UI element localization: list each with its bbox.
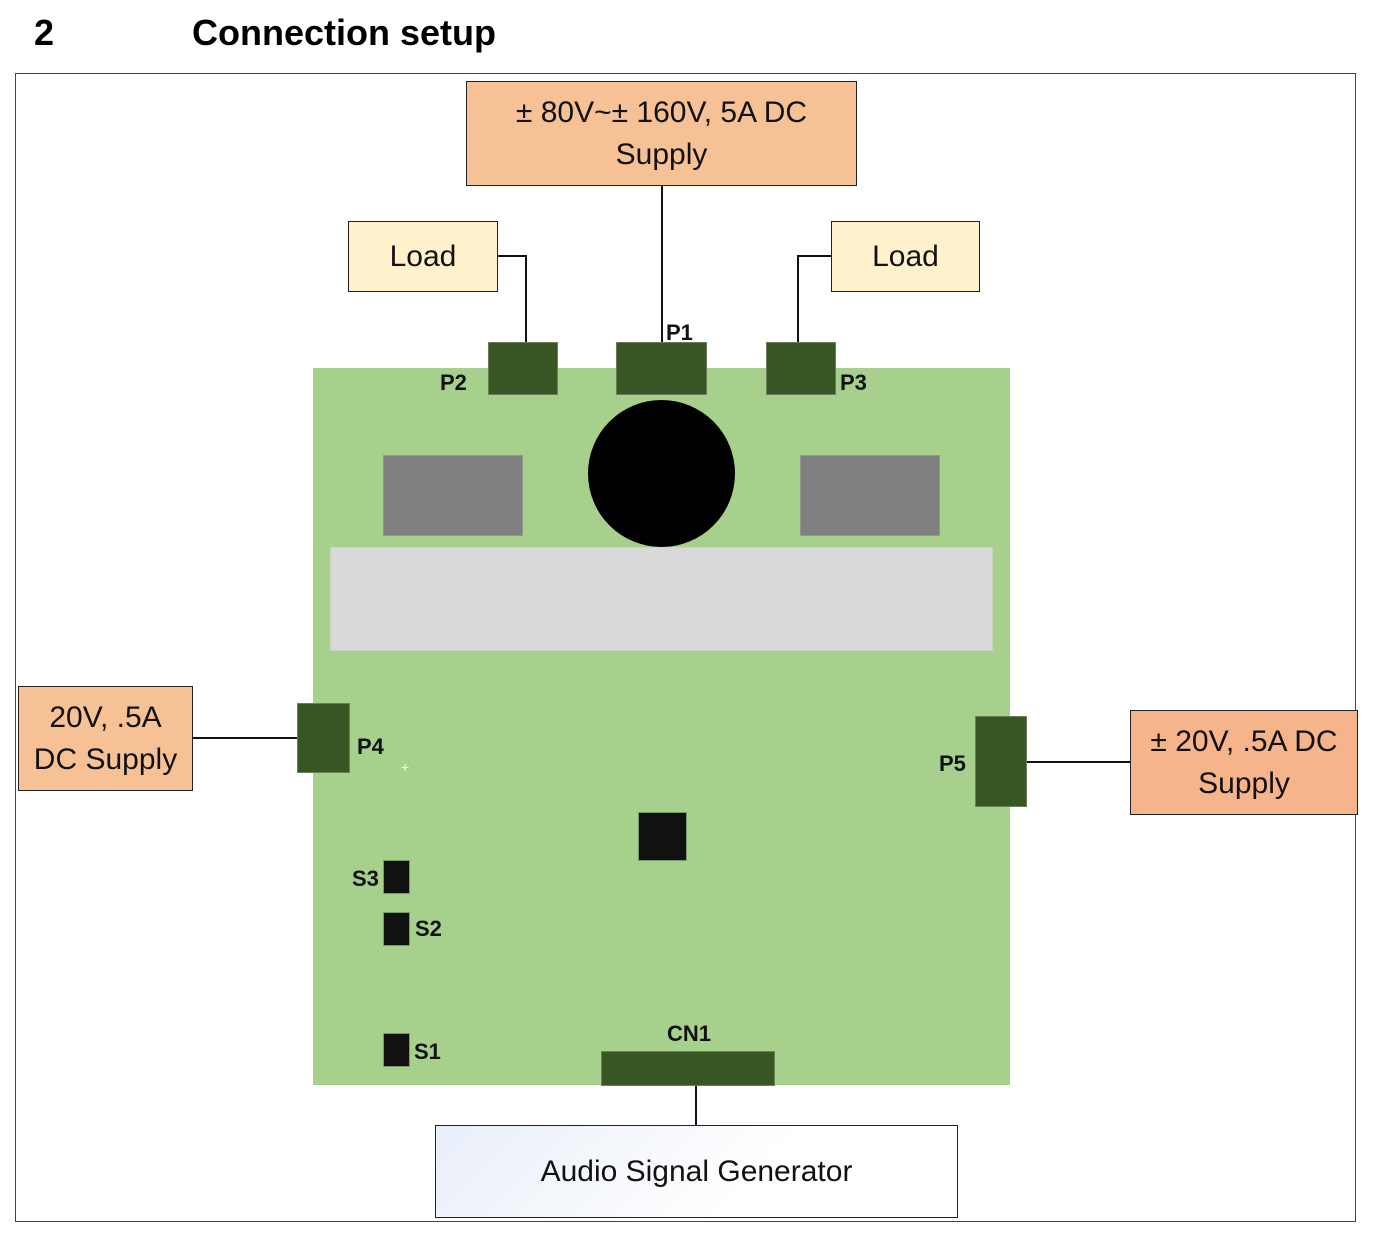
- left-component-block: [383, 455, 523, 536]
- switch-s2: [383, 912, 410, 946]
- left-load-box: Load: [348, 221, 498, 292]
- left-load-label: Load: [389, 239, 457, 273]
- wire-right-supply-p5: [1026, 761, 1132, 763]
- right-dc-supply-box: ± 20V, .5A DC Supply: [1130, 710, 1358, 815]
- label-p1: P1: [666, 320, 693, 345]
- right-load-box: Load: [831, 221, 980, 292]
- label-s2: S2: [415, 916, 442, 941]
- label-p2: P2: [440, 370, 467, 395]
- wire-right-load-v: [797, 255, 799, 342]
- label-p3: P3: [840, 370, 867, 395]
- wire-left-load-v: [525, 255, 527, 342]
- connector-p1: [616, 342, 707, 395]
- wire-right-load-h: [797, 255, 831, 257]
- label-s3: S3: [352, 866, 379, 891]
- connector-p3: [766, 342, 836, 395]
- label-cn1: CN1: [667, 1021, 712, 1046]
- left-supply-line1: 20V, .5A: [49, 700, 162, 734]
- label-s1: S1: [414, 1039, 441, 1064]
- connector-p2: [488, 342, 558, 395]
- connector-p5: [975, 716, 1027, 807]
- audio-signal-generator-box: Audio Signal Generator: [435, 1125, 958, 1218]
- connector-cn1: [601, 1051, 775, 1086]
- label-p5: P5: [939, 751, 966, 776]
- main-supply-line1: ± 80V~± 160V, 5A DC: [515, 95, 808, 129]
- right-supply-line2: Supply: [1198, 766, 1290, 800]
- ic-chip: [638, 812, 687, 861]
- right-load-label: Load: [872, 239, 939, 273]
- wire-main-supply-p1: [661, 185, 663, 342]
- connector-p4: [297, 703, 350, 773]
- right-supply-line1: ± 20V, .5A DC: [1150, 724, 1338, 758]
- switch-s3: [383, 860, 410, 894]
- main-dc-supply-box: ± 80V~± 160V, 5A DC Supply: [466, 81, 857, 186]
- switch-s1: [383, 1033, 410, 1067]
- section-title: Connection setup: [192, 12, 496, 53]
- heatsink-bar: [330, 547, 993, 651]
- wire-left-supply-p4: [191, 737, 298, 739]
- left-supply-line2: DC Supply: [33, 742, 178, 776]
- generator-label: Audio Signal Generator: [540, 1154, 853, 1188]
- left-dc-supply-box: 20V, .5A DC Supply: [18, 686, 193, 791]
- capacitor-circle: [588, 400, 735, 547]
- label-p4: P4: [357, 734, 384, 759]
- plus-marker-icon: +: [401, 759, 410, 775]
- main-supply-line2: Supply: [615, 137, 708, 171]
- section-number: 2: [34, 12, 55, 53]
- wire-left-load-h: [497, 255, 527, 257]
- diagram-frame: [15, 73, 1356, 1222]
- right-component-block: [800, 455, 940, 536]
- wire-cn1-generator: [695, 1084, 697, 1126]
